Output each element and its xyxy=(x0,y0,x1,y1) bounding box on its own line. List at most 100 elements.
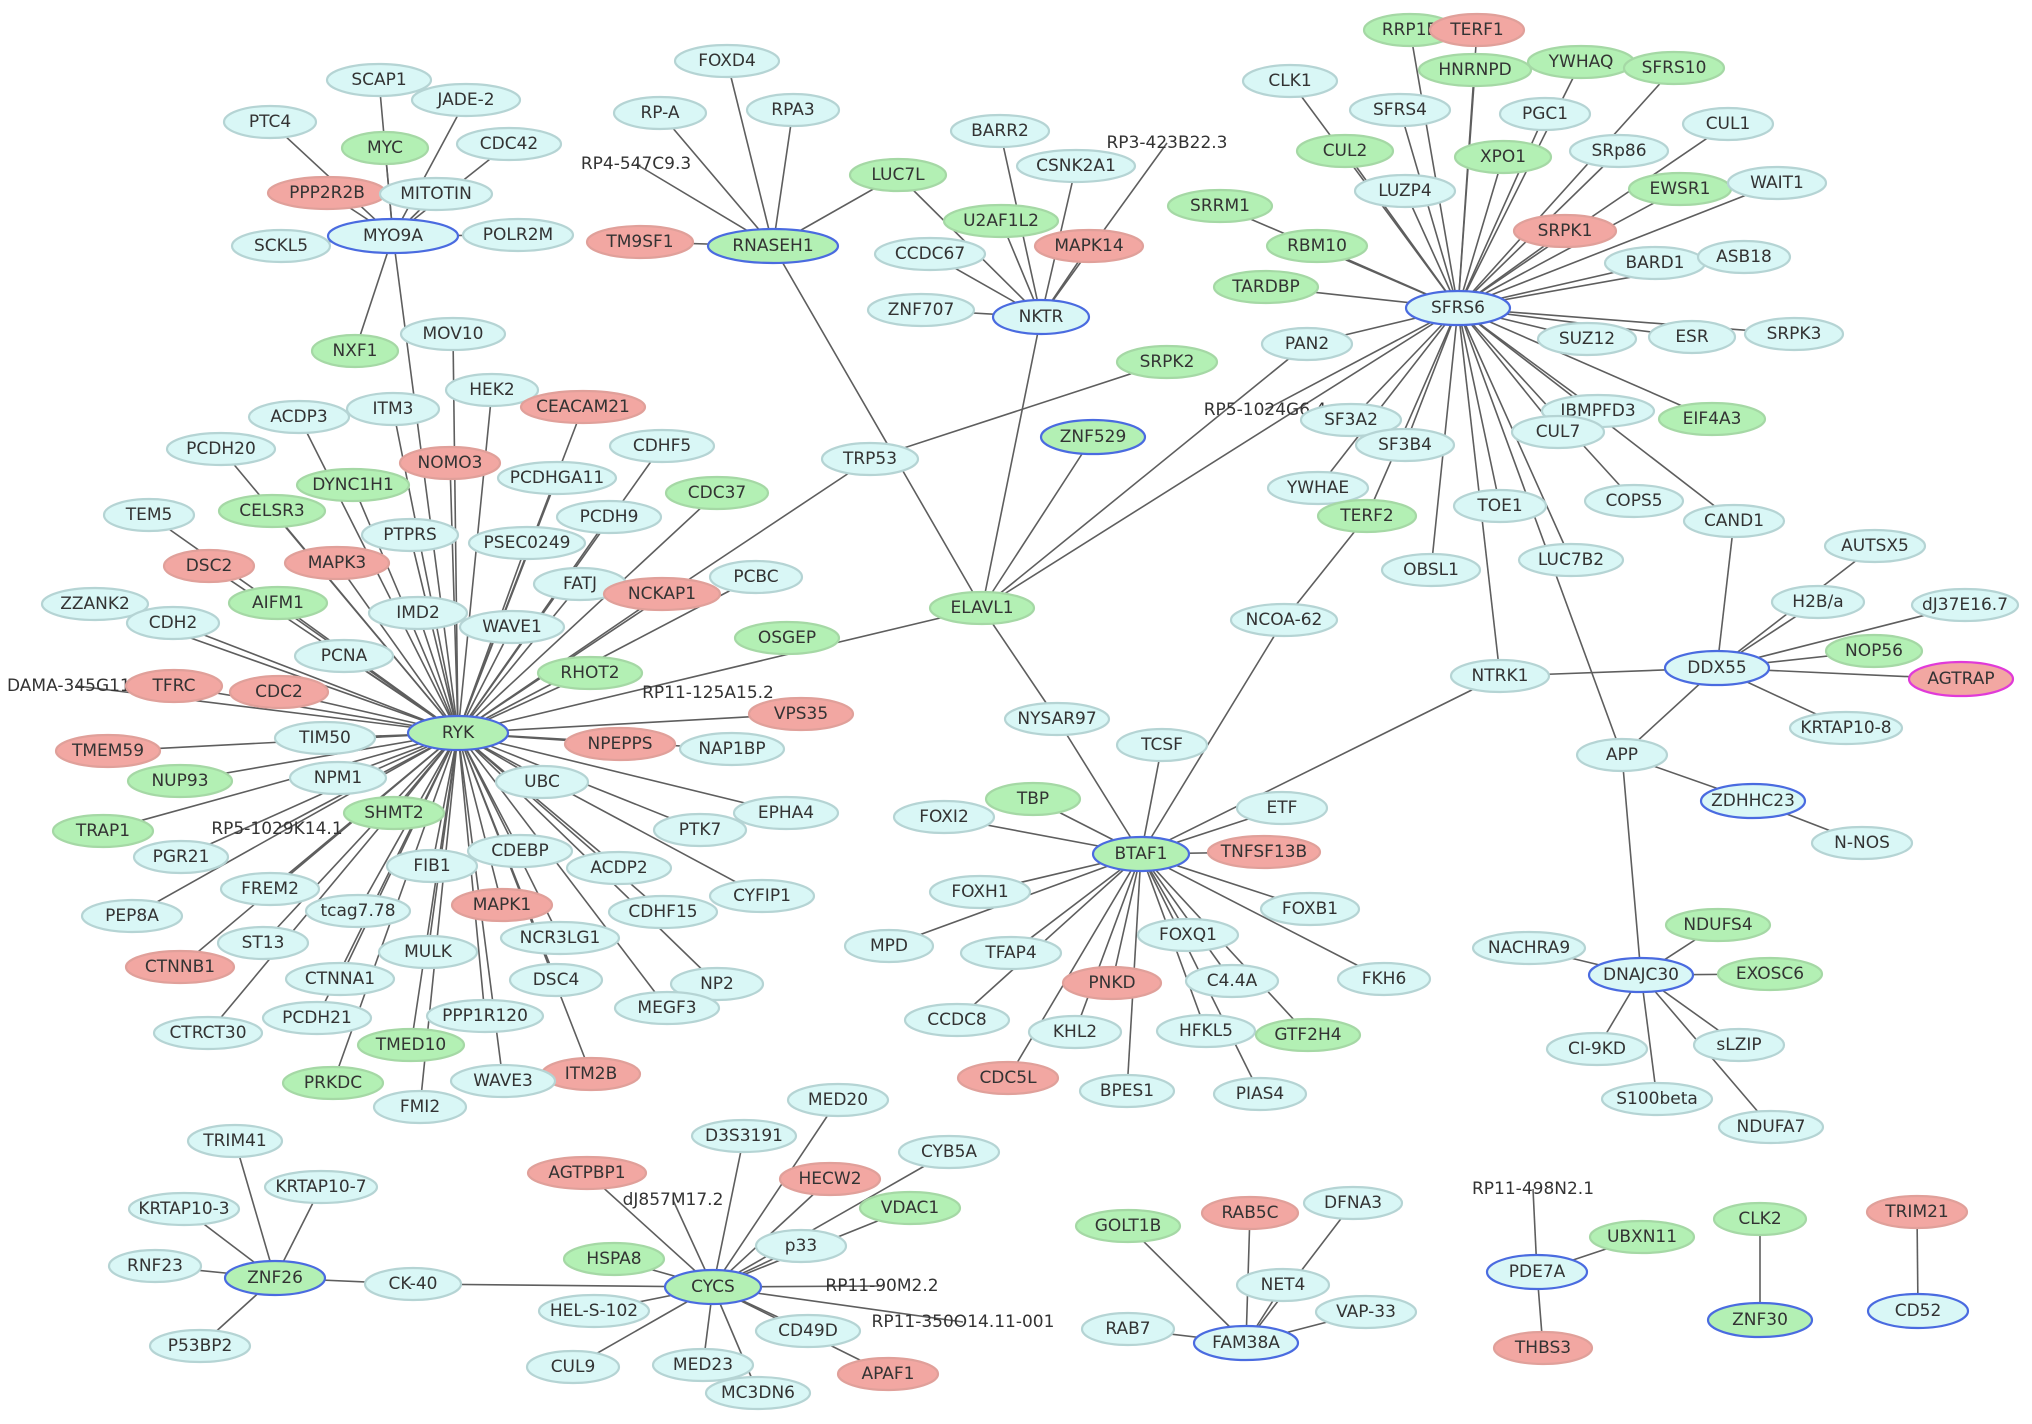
node-foxh1[interactable]: FOXH1 xyxy=(928,874,1032,910)
node-pcdh20[interactable]: PCDH20 xyxy=(165,431,277,467)
node-rp4547[interactable]: RP4-547C9.3 xyxy=(581,154,691,174)
node-wave3[interactable]: WAVE3 xyxy=(449,1063,557,1099)
node-npm1[interactable]: NPM1 xyxy=(288,760,388,796)
node-polr2m[interactable]: POLR2M xyxy=(461,217,575,253)
node-app[interactable]: APP xyxy=(1575,737,1669,773)
node-ctrct30[interactable]: CTRCT30 xyxy=(152,1015,264,1051)
node-fam38a[interactable]: FAM38A xyxy=(1192,1324,1300,1362)
node-ywhae[interactable]: YWHAE xyxy=(1266,470,1370,506)
node-clk2[interactable]: CLK2 xyxy=(1712,1201,1808,1237)
node-cul2[interactable]: CUL2 xyxy=(1295,133,1395,169)
node-etf[interactable]: ETF xyxy=(1235,790,1329,826)
node-wave1[interactable]: WAVE1 xyxy=(458,609,566,645)
node-acdp3[interactable]: ACDP3 xyxy=(247,399,351,435)
node-p53bp2[interactable]: P53BP2 xyxy=(148,1328,252,1364)
node-psec0249[interactable]: PSEC0249 xyxy=(467,525,587,561)
node-pgc1[interactable]: PGC1 xyxy=(1498,96,1592,132)
node-med20[interactable]: MED20 xyxy=(786,1082,890,1118)
node-d3s3191[interactable]: D3S3191 xyxy=(690,1118,798,1154)
node-megf3[interactable]: MEGF3 xyxy=(613,990,721,1026)
node-tardbp[interactable]: TARDBP xyxy=(1212,269,1320,305)
node-znf26[interactable]: ZNF26 xyxy=(223,1259,327,1297)
node-toe1[interactable]: TOE1 xyxy=(1452,488,1548,524)
node-pcdh9[interactable]: PCDH9 xyxy=(555,499,663,535)
node-hek2[interactable]: HEK2 xyxy=(444,372,540,408)
node-pcdh21[interactable]: PCDH21 xyxy=(261,1000,373,1036)
node-zzank2[interactable]: ZZANK2 xyxy=(40,586,150,622)
node-nysar97[interactable]: NYSAR97 xyxy=(1003,701,1111,737)
node-rpa3[interactable]: RPA3 xyxy=(745,92,841,128)
node-znf707[interactable]: ZNF707 xyxy=(866,292,976,328)
node-thbs3[interactable]: THBS3 xyxy=(1492,1330,1594,1366)
node-sf3a2[interactable]: SF3A2 xyxy=(1299,402,1403,438)
node-rp3423[interactable]: RP3-423B22.3 xyxy=(1107,133,1228,153)
node-rp1190[interactable]: RP11-90M2.2 xyxy=(825,1276,938,1296)
node-acdp2[interactable]: ACDP2 xyxy=(565,850,673,886)
node-fkh6[interactable]: FKH6 xyxy=(1336,961,1432,997)
node-srp86[interactable]: SRp86 xyxy=(1568,133,1670,169)
node-st13[interactable]: ST13 xyxy=(216,925,310,961)
node-rab5c[interactable]: RAB5C xyxy=(1200,1195,1300,1231)
node-sfrs6[interactable]: SFRS6 xyxy=(1404,289,1512,327)
node-srrm1[interactable]: SRRM1 xyxy=(1166,188,1274,224)
node-npepps[interactable]: NPEPPS xyxy=(563,726,677,762)
node-cdh2[interactable]: CDH2 xyxy=(125,605,221,641)
node-cul7[interactable]: CUL7 xyxy=(1510,414,1606,450)
node-hspa8[interactable]: HSPA8 xyxy=(562,1241,666,1277)
node-vdac1[interactable]: VDAC1 xyxy=(858,1190,962,1226)
node-pep8a[interactable]: PEP8A xyxy=(80,898,184,934)
node-np2[interactable]: NP2 xyxy=(669,966,765,1002)
node-cdhf5[interactable]: CDHF5 xyxy=(608,428,716,464)
node-terf1[interactable]: TERF1 xyxy=(1428,12,1526,48)
node-cdc42[interactable]: CDC42 xyxy=(455,126,563,162)
node-khl2[interactable]: KHL2 xyxy=(1027,1014,1123,1050)
node-tfap4[interactable]: TFAP4 xyxy=(959,935,1063,971)
node-h2ba[interactable]: H2B/a xyxy=(1770,584,1866,620)
node-fmi2[interactable]: FMI2 xyxy=(372,1089,468,1125)
node-rp51029[interactable]: RP5-1029K14.1 xyxy=(211,819,342,839)
node-dsc4[interactable]: DSC4 xyxy=(508,962,604,998)
node-luc7b2[interactable]: LUC7B2 xyxy=(1517,542,1625,578)
node-cdhf15[interactable]: CDHF15 xyxy=(607,894,719,930)
node-nktr[interactable]: NKTR xyxy=(991,298,1091,336)
node-ndufs4[interactable]: NDUFS4 xyxy=(1664,907,1772,943)
node-cd49d[interactable]: CD49D xyxy=(754,1313,862,1349)
node-agtrap[interactable]: AGTRAP xyxy=(1907,660,2015,698)
node-mapk3[interactable]: MAPK3 xyxy=(283,545,391,581)
node-ccdc8[interactable]: CCDC8 xyxy=(903,1002,1011,1038)
node-nop56[interactable]: NOP56 xyxy=(1824,633,1924,669)
node-ceacam21[interactable]: CEACAM21 xyxy=(519,389,647,425)
node-cd52[interactable]: CD52 xyxy=(1866,1292,1970,1330)
node-hecw2[interactable]: HECW2 xyxy=(778,1161,882,1197)
node-rhot2[interactable]: RHOT2 xyxy=(536,655,644,691)
node-zdhhc23[interactable]: ZDHHC23 xyxy=(1699,782,1807,820)
node-rp11350[interactable]: RP11-350O14.11-001 xyxy=(872,1312,1055,1332)
node-jade2[interactable]: JADE-2 xyxy=(410,82,522,118)
node-ryk[interactable]: RYK xyxy=(406,714,510,752)
node-cul9[interactable]: CUL9 xyxy=(525,1349,621,1385)
node-sckl5[interactable]: SCKL5 xyxy=(230,228,332,264)
node-suz12[interactable]: SUZ12 xyxy=(1536,321,1638,357)
node-nomo3[interactable]: NOMO3 xyxy=(398,445,502,481)
node-ddx55[interactable]: DDX55 xyxy=(1663,649,1771,687)
node-cyfip1[interactable]: CYFIP1 xyxy=(708,878,816,914)
node-eif4a3[interactable]: EIF4A3 xyxy=(1657,401,1767,437)
node-ubc[interactable]: UBC xyxy=(494,764,590,800)
node-clk1[interactable]: CLK1 xyxy=(1241,63,1339,99)
node-ndufa7[interactable]: NDUFA7 xyxy=(1717,1109,1825,1145)
node-vap33[interactable]: VAP-33 xyxy=(1314,1294,1418,1330)
node-pcna[interactable]: PCNA xyxy=(293,638,395,674)
node-shmt2[interactable]: SHMT2 xyxy=(342,795,446,831)
node-tfrc[interactable]: TFRC xyxy=(124,668,224,704)
node-osgep[interactable]: OSGEP xyxy=(733,620,841,656)
node-trim41[interactable]: TRIM41 xyxy=(186,1123,284,1159)
node-nap1bp[interactable]: NAP1BP xyxy=(678,731,786,767)
node-nckap1[interactable]: NCKAP1 xyxy=(602,576,722,612)
node-sf3b4[interactable]: SF3B4 xyxy=(1354,427,1456,463)
node-agtpbp1[interactable]: AGTPBP1 xyxy=(526,1155,648,1191)
node-exosc6[interactable]: EXOSC6 xyxy=(1716,956,1824,992)
node-ptk7[interactable]: PTK7 xyxy=(652,812,748,848)
node-u2af1l2[interactable]: U2AF1L2 xyxy=(942,203,1060,239)
node-rp11125[interactable]: RP11-125A15.2 xyxy=(642,683,774,703)
node-golt1b[interactable]: GOLT1B xyxy=(1074,1208,1182,1244)
